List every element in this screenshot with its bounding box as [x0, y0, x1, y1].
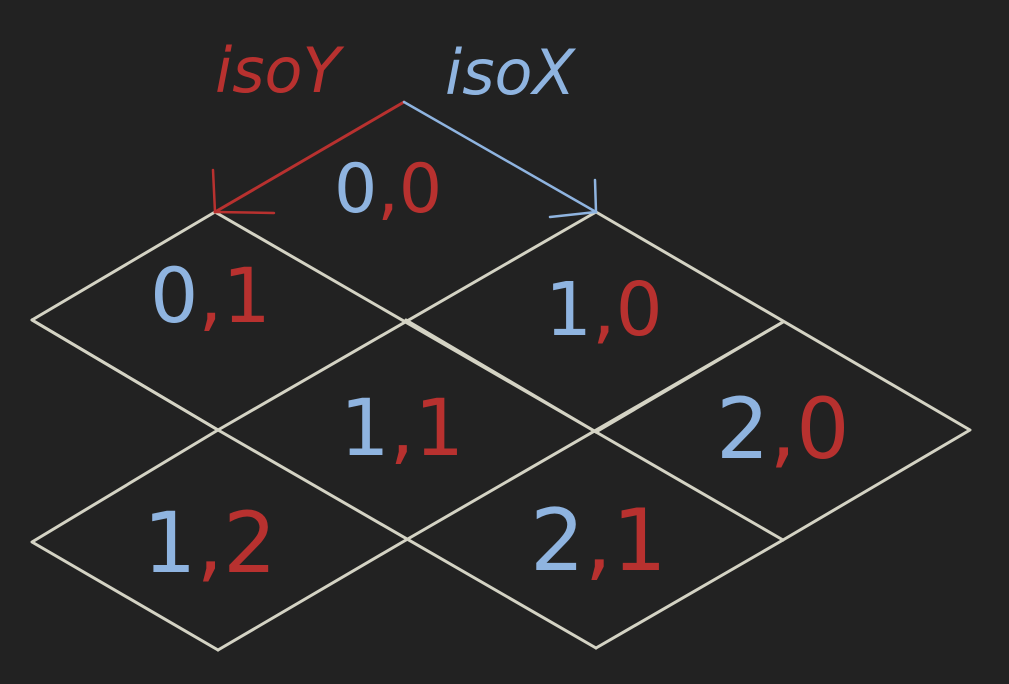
tile-y-value: 0: [796, 380, 849, 478]
tile-label-1-1: 1,1: [340, 384, 464, 474]
tile-y-value: 1: [612, 491, 667, 591]
iso-x-axis-label: isoX: [445, 36, 576, 109]
svg-text:2,0: 2,0: [716, 380, 850, 478]
tile-x-value: 0: [334, 150, 377, 229]
tile-comma: ,: [592, 267, 616, 353]
svg-text:2,1: 2,1: [530, 491, 667, 591]
tile-x-value: 1: [340, 384, 390, 474]
tile-y-value: 1: [223, 251, 271, 340]
tile-comma: ,: [390, 384, 415, 474]
tile-label-2-0: 2,0: [716, 380, 850, 478]
tile-x-value: 2: [530, 491, 585, 591]
tile-y-value: 2: [223, 494, 276, 592]
grid-line: [594, 320, 785, 434]
svg-text:0,0: 0,0: [334, 150, 442, 229]
svg-text:1,2: 1,2: [143, 494, 277, 592]
grid-line: [404, 318, 598, 434]
svg-text:1,0: 1,0: [545, 267, 663, 353]
tile-comma: ,: [769, 380, 796, 478]
tile-label-0-0: 0,0: [334, 150, 442, 229]
iso-x-axis-arrow: [402, 100, 598, 219]
tile-y-value: 0: [616, 267, 663, 353]
tile-label-1-2: 1,2: [143, 494, 277, 592]
svg-text:0,1: 0,1: [150, 251, 271, 340]
tile-y-value: 1: [414, 384, 464, 474]
tile-label-0-1: 0,1: [150, 251, 271, 340]
tile-x-value: 2: [716, 380, 769, 478]
tile-y-value: 0: [399, 150, 442, 229]
svg-text:1,1: 1,1: [340, 384, 464, 474]
tile-x-value: 0: [150, 251, 198, 340]
tile-comma: ,: [196, 494, 223, 592]
tile-label-2-1: 2,1: [530, 491, 667, 591]
tile-x-value: 1: [545, 267, 592, 353]
grid-line: [30, 318, 220, 432]
iso-y-axis-arrow: [211, 100, 406, 215]
tile-comma: ,: [585, 491, 612, 591]
iso-y-axis-label: isoY: [215, 34, 344, 107]
grid-lines: [30, 210, 972, 652]
tile-x-value: 1: [143, 494, 196, 592]
tile-comma: ,: [377, 150, 399, 229]
tile-comma: ,: [198, 251, 222, 340]
tile-label-1-0: 1,0: [545, 267, 663, 353]
